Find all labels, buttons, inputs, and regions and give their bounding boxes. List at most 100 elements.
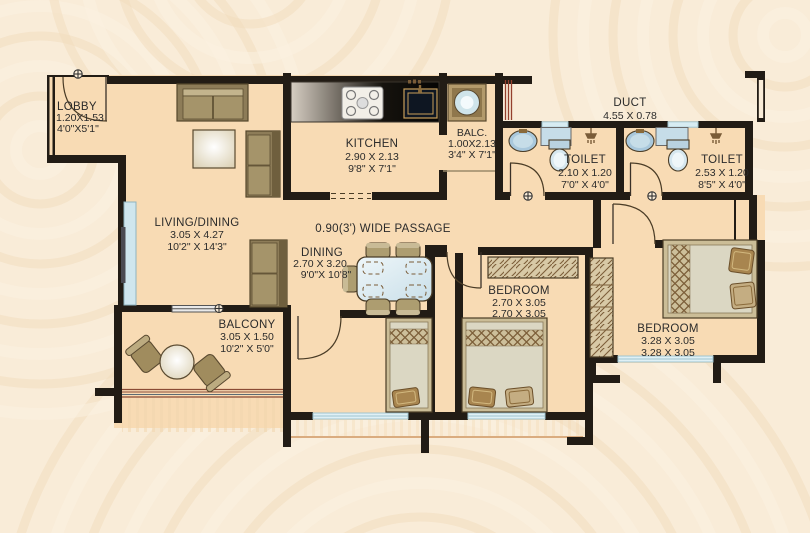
stove-icon [341,86,384,120]
balcony-label: BALCONY 3.05 X 1.50 10'2" X 5'0" [218,319,275,355]
entrance-door [62,76,108,122]
doors [62,76,663,360]
balcony-round-table [159,344,195,380]
study-room-door [297,315,342,360]
open-terrace-stripes [122,397,583,436]
kitchen-dim-m: 2.90 X 2.13 [345,151,399,163]
pillow [391,387,421,408]
toilet-2-dim-m: 2.53 X 1.20 [695,167,749,179]
bedroom-right-dim-m: 3.28 X 3.05 [641,335,695,347]
living-label: LIVING/DINING 3.05 X 4.27 10'2" X 14'3" [154,217,239,253]
pillow [729,281,757,310]
shower-head-icon [709,128,723,144]
dining-name: DINING [301,247,343,259]
kitchen-label: KITCHEN 2.90 X 2.13 9'8" X 7'1" [345,138,399,175]
pivot-icon [214,303,224,314]
kitchen-opening [331,193,371,199]
kitchen-dim-ft: 9'8" X 7'1" [348,163,396,175]
duct-window-2 [667,121,699,128]
double-bed-right [662,239,758,319]
balcony-set [125,334,231,393]
kitchen-name: KITCHEN [346,138,399,150]
swirl-ring [728,0,810,92]
sink-icon [403,85,438,119]
balcony-sliding-window [171,305,219,313]
windows [121,121,714,420]
swirl-ring [608,0,810,212]
tv-panel [121,227,126,283]
dining-chair [365,298,391,316]
plumbing-shaft-lines [504,80,513,120]
toilet-2-door [629,162,663,197]
toilet-1-label: TOILET 2.10 X 1.20 7'0" X 4'0" [558,154,612,191]
swirl-ring [668,0,810,152]
bedroom-middle-dim-m: 2.70 X 3.05 [492,297,546,309]
lobby-dim-m: 1.20X1.53 [56,112,104,124]
duct-name: DUCT [613,97,646,109]
swirl-ring [548,0,810,272]
living-dim-m: 3.05 X 4.27 [170,229,224,241]
toilet-1-dim-ft: 7'0" X 4'0" [561,179,609,191]
toilet-2-fixtures [625,127,723,172]
duct-label: DUCT 4.55 X 0.78 [603,97,657,122]
floor-areas [47,75,765,428]
bedroom-right-name: BEDROOM [637,323,699,335]
study-room-window [312,412,409,420]
bedroom-middle-wardrobe [487,256,579,279]
wash-basin-icon [508,129,538,153]
pivot-icon [523,191,533,201]
balcony-chair [193,354,231,393]
duct-window-1 [541,121,569,128]
bedroom-right-door [612,203,656,245]
bedroom-middle-name: BEDROOM [488,285,550,297]
balc-label: BALC. 1.00X2.13 3'4" X 7'1" [448,127,496,161]
dining-chair [365,242,391,260]
single-bed [385,317,433,413]
bedroom-right-label: BEDROOM 3.28 X 3.05 3.28 X 3.05 [637,323,699,359]
lobby-name: LOBBY [57,101,97,113]
living-dim-ft: 10'2" X 14'3" [167,241,227,253]
dining-chair [395,242,421,260]
duct-dim-m: 4.55 X 0.78 [603,110,657,122]
dining-chair [342,265,360,293]
balcony-dim-ft: 10'2" X 5'0" [220,343,274,355]
balcony-name: BALCONY [218,319,275,331]
toilet-2-name: TOILET [701,154,743,166]
swirl-ring [286,477,554,533]
counter-tap-icon [408,79,421,84]
living-sofa [176,83,249,122]
dining-chair [395,298,421,316]
swirl-ring [343,512,497,533]
toilet-2-dim-ft: 8'5" X 4'0" [698,179,746,191]
living-side-sofa [245,130,281,198]
wc-icon [666,139,690,172]
pillow [467,386,497,408]
toilet-1-dim-m: 2.10 X 1.20 [558,167,612,179]
balcony-chair [125,334,163,373]
swirl-ring [697,0,810,123]
dining-set [342,242,433,316]
swirl-ring [154,0,346,64]
double-bed-middle [461,317,548,413]
coffee-table [192,129,236,169]
bedroom-middle-dim-m2: 2.70 X 3.05 [492,308,546,320]
swirl-ring [194,0,306,29]
door-pivot-icons [73,69,657,314]
toilet-1-fixtures [508,127,598,172]
swirl-ring [577,0,810,243]
bedroom-middle-window [467,412,546,420]
bedroom-right-window [617,355,714,363]
lobby-label: LOBBY 1.20X1.53 4'0"X5'1" [56,101,104,135]
lobby-dim-ft: 4'0"X5'1" [57,123,99,135]
balc-name: BALC. [457,127,487,139]
wc-icon [548,139,571,172]
balc-dim-m: 1.00X2.13 [448,138,496,150]
shower-head-icon [584,128,598,144]
toilet-2-label: TOILET 2.53 X 1.20 8'5" X 4'0" [695,154,749,191]
pillow [728,247,755,275]
utility-wash-basin [447,83,487,122]
bedroom-middle-door [446,251,482,289]
dining-table [356,256,433,302]
dining-label: DINING 2.70 X 3.20 9'0"X 10'8" [293,247,351,281]
